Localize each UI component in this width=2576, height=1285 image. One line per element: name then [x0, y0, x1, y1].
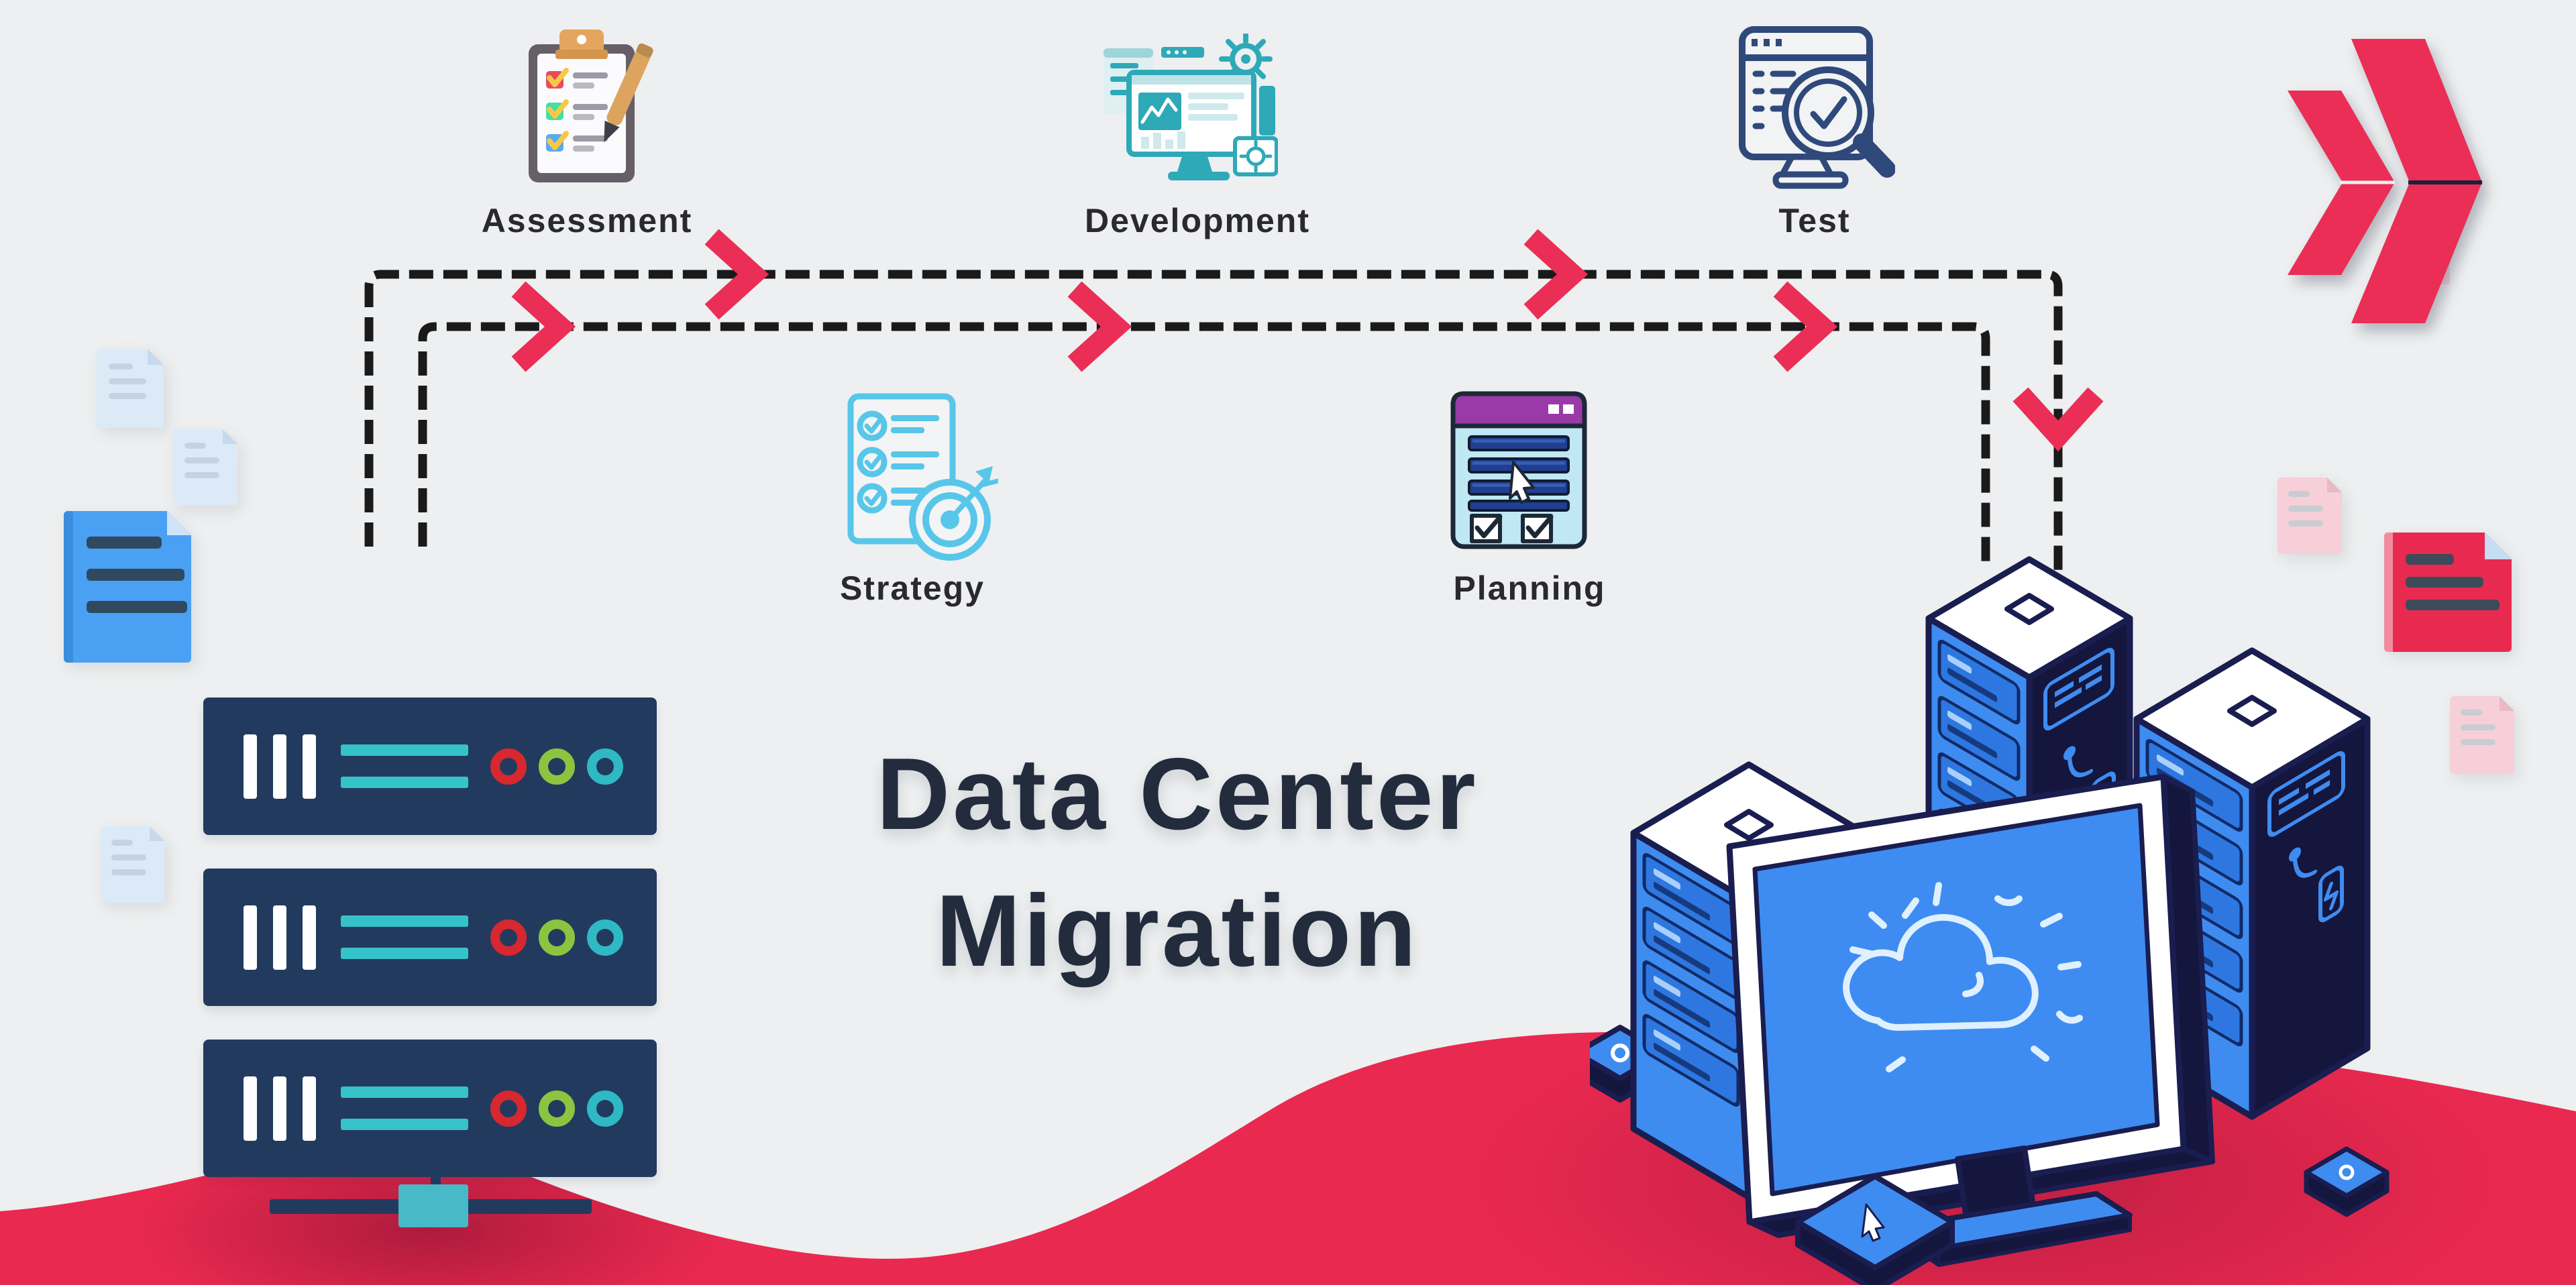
pink-document-icon — [2277, 478, 2342, 554]
pink-document-icon — [2450, 696, 2514, 774]
document-icon — [101, 826, 164, 903]
pencil-icon — [604, 43, 653, 143]
title-line-2: Migration — [936, 874, 1419, 988]
server-unit — [203, 697, 657, 835]
double-chevron-right-icon — [2288, 39, 2482, 323]
step-label-development: Development — [1085, 202, 1310, 239]
migration-flow-path — [364, 229, 2104, 578]
server-unit — [203, 869, 657, 1006]
flow-arrowheads — [511, 229, 2104, 452]
document-icon — [97, 349, 164, 428]
cloud-monitor — [1726, 773, 2215, 1267]
cursor-icon — [1509, 461, 1535, 504]
document-icon — [173, 429, 237, 506]
step-label-planning: Planning — [1453, 569, 1606, 607]
cloud-server-towers-illustration — [1590, 556, 2390, 1285]
network-switch — [398, 1184, 468, 1227]
step-label-strategy: Strategy — [839, 569, 985, 607]
checklist-target-icon — [847, 393, 998, 561]
step-label-assessment: Assessment — [481, 202, 693, 239]
page-title: Data Center Migration — [758, 726, 1597, 999]
clipboard-checklist-icon — [529, 30, 653, 182]
server-unit — [203, 1040, 657, 1177]
monitor-magnifier-check-icon — [1739, 26, 1895, 189]
flow-track-inner — [418, 322, 1990, 570]
red-document-icon — [2384, 533, 2512, 652]
cloud-doodle-icon — [1843, 882, 2083, 1072]
dev-monitor-gear-icon — [1104, 34, 1278, 180]
mini-device-box — [1795, 1174, 1955, 1285]
monitor-screen — [1752, 803, 2160, 1196]
flow-track-outer — [364, 270, 2063, 578]
step-label-test: Test — [1778, 202, 1851, 239]
title-line-1: Data Center — [876, 737, 1479, 851]
mini-device-box — [2304, 1146, 2390, 1217]
task-window-icon — [1450, 391, 1587, 549]
blue-document-icon — [64, 511, 191, 663]
